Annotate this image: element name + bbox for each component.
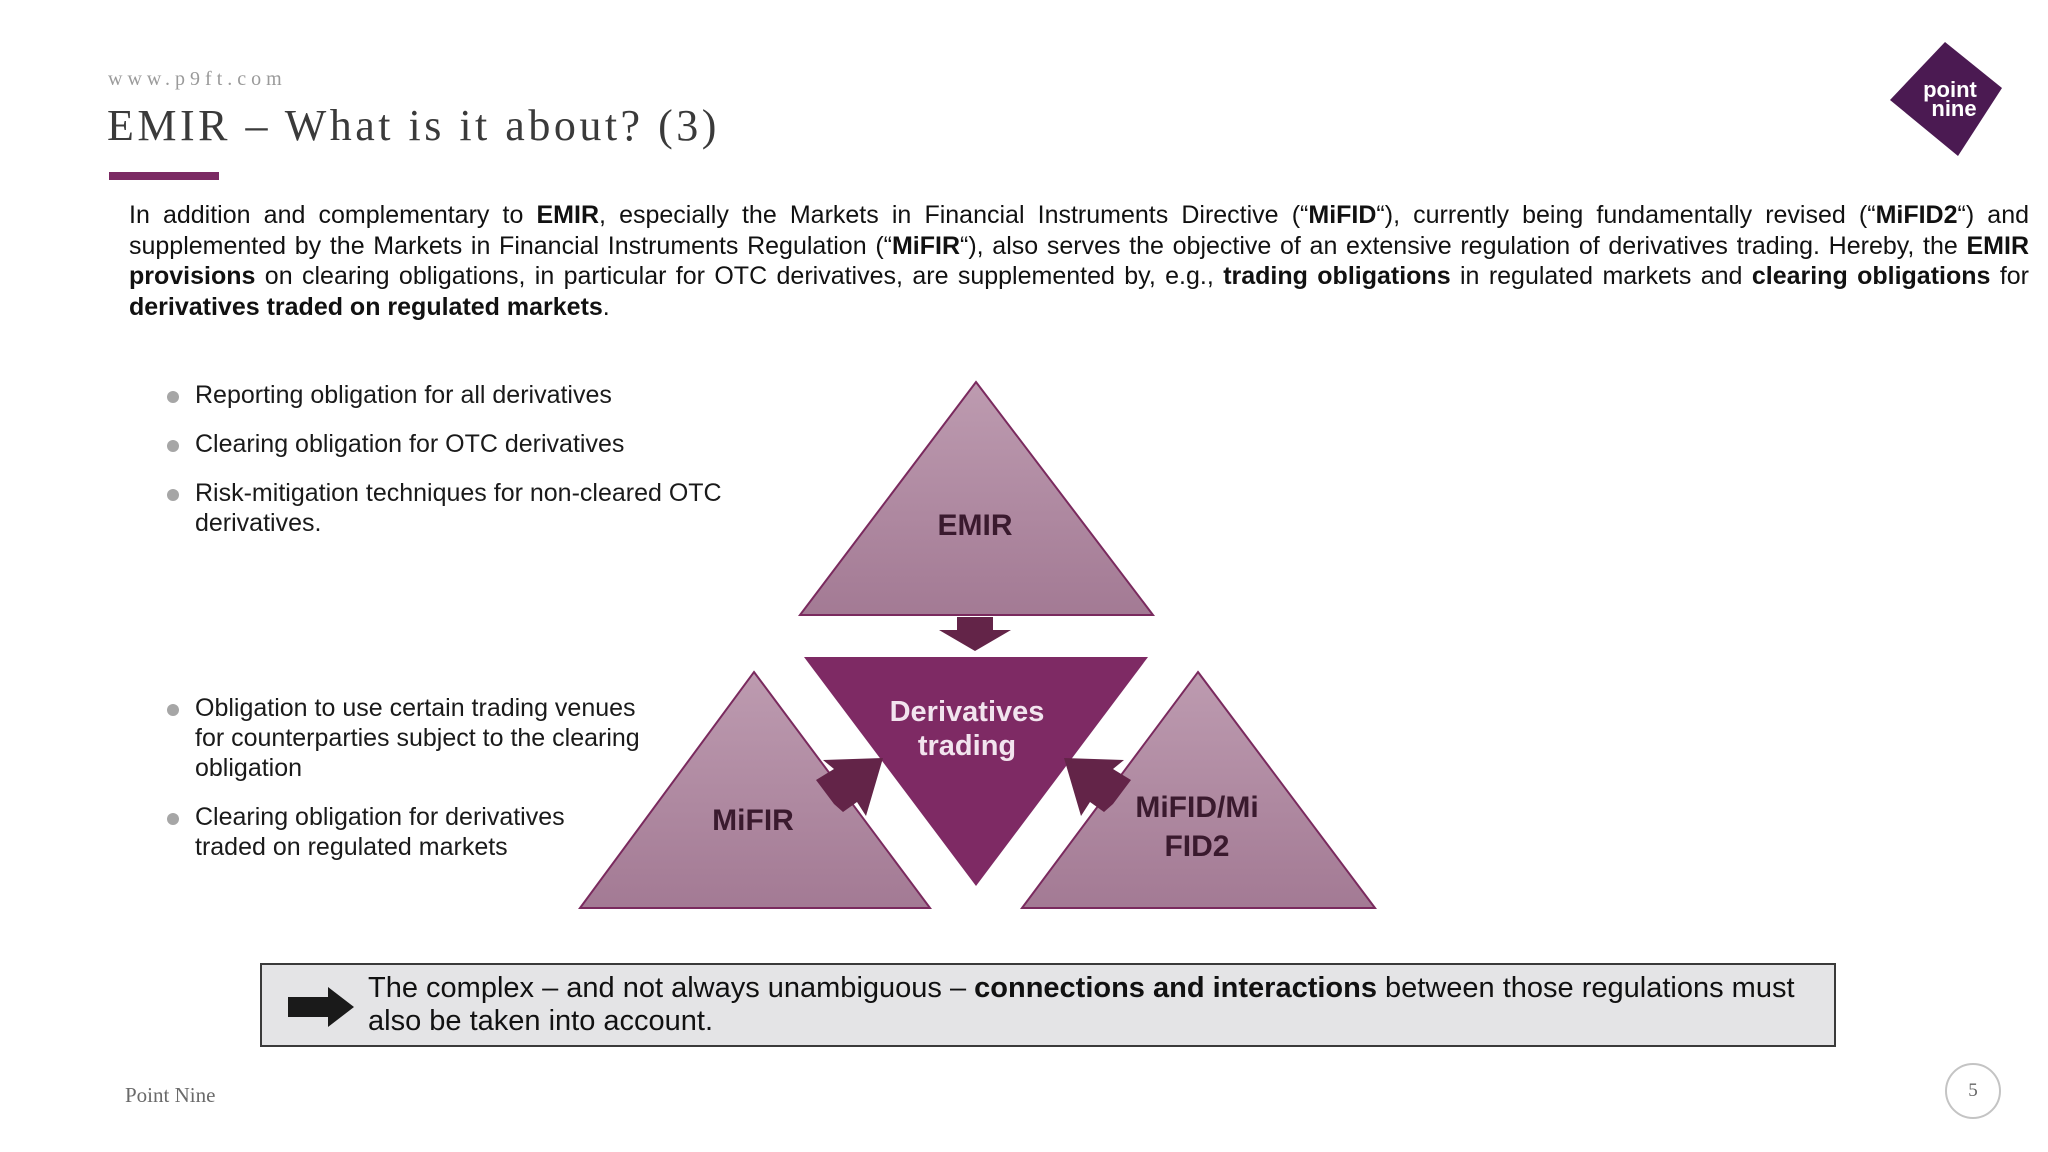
svg-text:nine: nine xyxy=(1931,96,1976,121)
derivatives-trading-triangle xyxy=(804,657,1148,886)
svg-text:point: point xyxy=(1923,77,1977,102)
arrow-from-mifir-icon xyxy=(816,758,883,816)
bullet-dot-icon xyxy=(167,813,179,825)
list-item: Obligation to use certain trading venues… xyxy=(160,693,640,783)
page-title: EMIR – What is it about? (3) xyxy=(107,101,720,150)
bullet-dot-icon xyxy=(167,704,179,716)
conclusion-box: The complex – and not always unambiguous… xyxy=(260,963,1836,1047)
bullet-dot-icon xyxy=(167,489,179,501)
derivatives-label-line2: trading xyxy=(918,730,1016,762)
mifir-label: MiFIR xyxy=(712,804,794,837)
arrow-right-icon xyxy=(288,987,354,1027)
page-number: 5 xyxy=(1945,1063,2001,1119)
list-item: Risk-mitigation techniques for non-clear… xyxy=(160,478,780,538)
mifid-label-line2: FID2 xyxy=(1164,830,1229,863)
point-nine-logo: point nine xyxy=(1890,42,2002,156)
list-item: Clearing obligation for OTC derivatives xyxy=(160,429,780,459)
url-text: www.p9ft.com xyxy=(108,68,287,90)
list-item: Clearing obligation for derivatives trad… xyxy=(160,802,640,862)
conclusion-text: The complex – and not always unambiguous… xyxy=(368,972,1795,1037)
emir-triangle xyxy=(797,380,1156,616)
emir-label: EMIR xyxy=(938,509,1013,542)
arrow-down-icon xyxy=(939,617,1011,651)
title-underline xyxy=(109,172,219,180)
arrow-from-mifid-icon xyxy=(1064,758,1131,816)
intro-paragraph: In addition and complementary to EMIR, e… xyxy=(129,201,2030,321)
bullet-dot-icon xyxy=(167,440,179,452)
emir-bullet-list: Reporting obligation for all derivatives… xyxy=(160,380,780,557)
footer-brand: Point Nine xyxy=(125,1083,216,1107)
mifid-label-line1: MiFID/Mi xyxy=(1135,791,1258,824)
derivatives-label-line1: Derivatives xyxy=(890,696,1045,728)
regulation-triangle-diagram: EMIR Derivatives trading MiFIR MiFID/Mi … xyxy=(578,380,1377,909)
list-item: Reporting obligation for all derivatives xyxy=(160,380,780,410)
bullet-dot-icon xyxy=(167,391,179,403)
mifir-bullet-list: Obligation to use certain trading venues… xyxy=(160,693,640,881)
